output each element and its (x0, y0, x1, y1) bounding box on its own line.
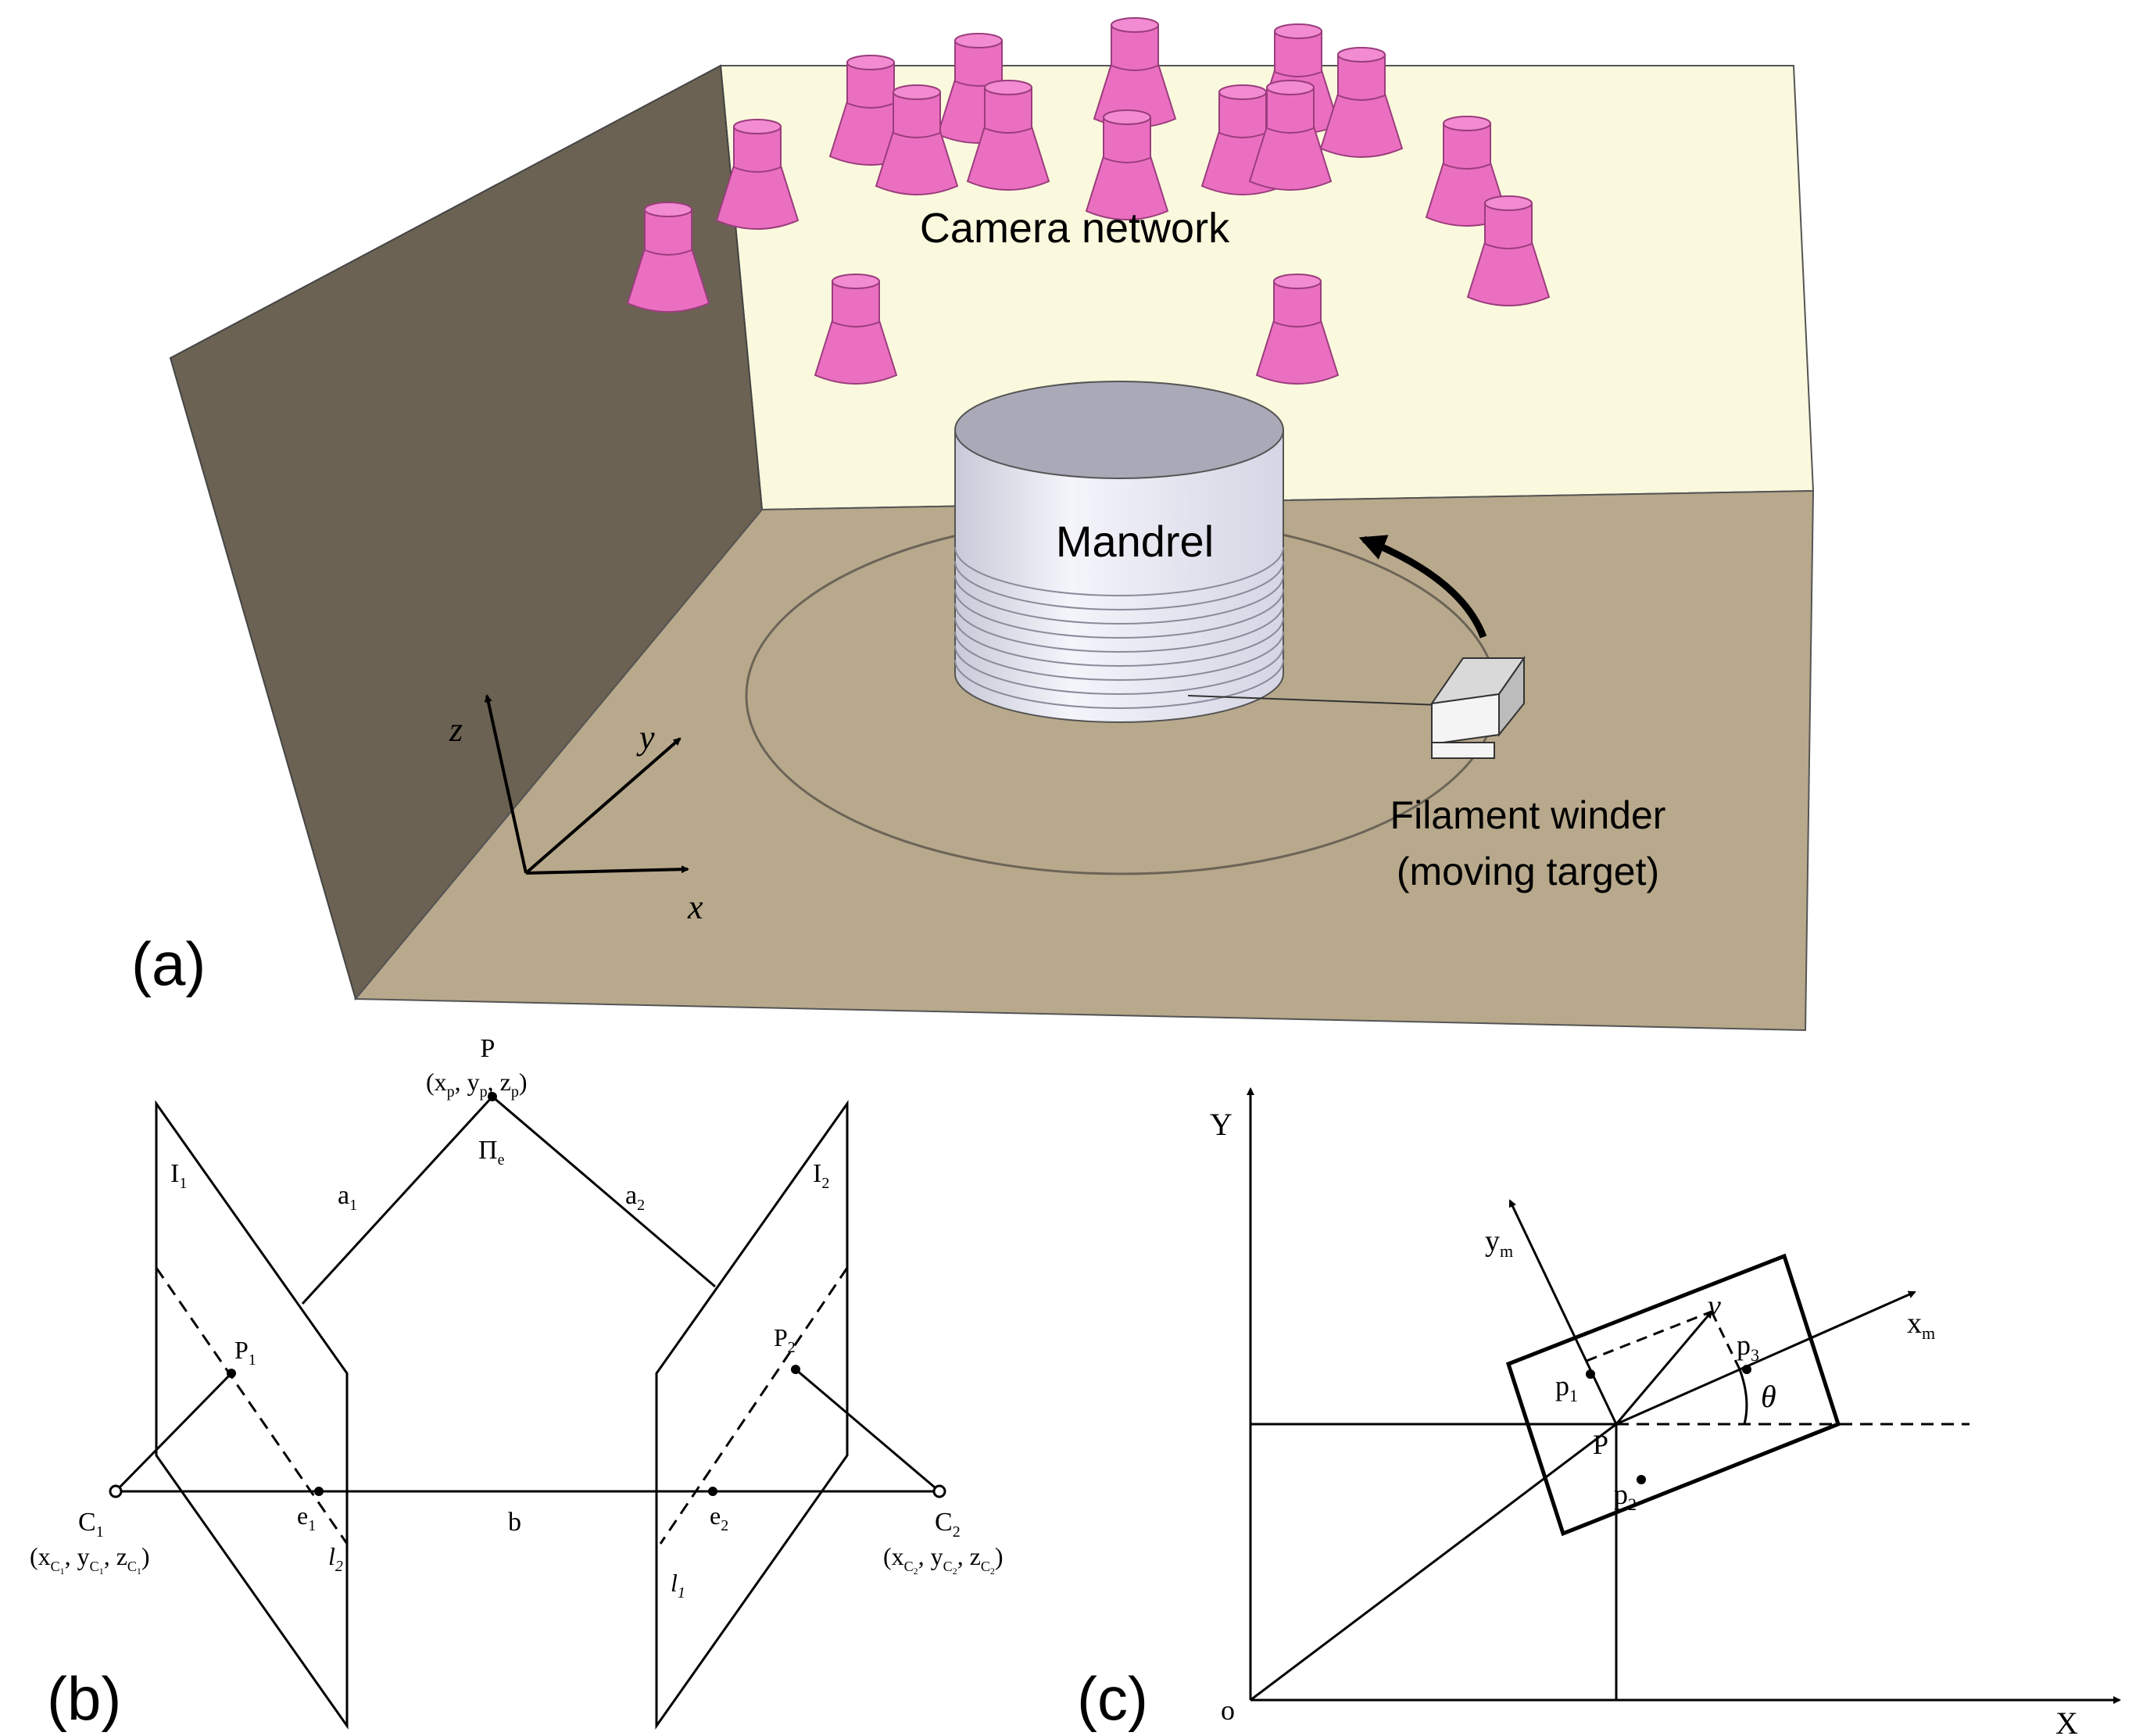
point-p2 (1637, 1475, 1646, 1484)
label-b: b (508, 1508, 521, 1537)
panel-c-label: (c) (1077, 1664, 1148, 1733)
label-e2: e2 (710, 1502, 728, 1534)
point-P (488, 1092, 497, 1101)
point-e1 (314, 1487, 324, 1496)
label-xm: xm (1907, 1307, 1935, 1343)
panel-c-points (1586, 1365, 1751, 1484)
label-p1: P1 (234, 1336, 256, 1369)
filament-winder (1429, 655, 1526, 759)
velocity-proj-xm (1710, 1311, 1742, 1372)
camera-network-label: Camera network (920, 205, 1230, 252)
rotation-arrow (1358, 535, 1487, 639)
ray-a1 (301, 1095, 494, 1305)
label-Pi: Πe (478, 1136, 505, 1169)
xyz-axes (484, 694, 689, 875)
axis-x-label: x (687, 888, 703, 926)
point-p2 (791, 1365, 800, 1374)
image-plane-2 (655, 1100, 849, 1730)
panel-c-labels: Y X o ym xm ν p1 p2 p3 P θ (1210, 1107, 2078, 1736)
point-p1 (1586, 1369, 1595, 1379)
axis-z-label: z (449, 711, 463, 749)
point-p3 (1742, 1365, 1751, 1374)
velocity-proj-ym (1586, 1310, 1712, 1362)
panel-c (1247, 1087, 2121, 1704)
moving-target-box (1505, 1253, 1841, 1537)
label-C2-coords: (xC2, yC2, zC2) (883, 1542, 1004, 1577)
ray-c2-p2 (795, 1368, 940, 1493)
label-I2: I2 (813, 1159, 829, 1192)
ray-c1-p1 (114, 1372, 233, 1493)
label-l2: l2 (328, 1542, 343, 1575)
position-vector (1250, 1423, 1617, 1702)
label-o: o (1221, 1695, 1235, 1726)
velocity-vector (1615, 1310, 1713, 1425)
label-C1-coords: (xC1, yC1, zC1) (30, 1542, 150, 1577)
panel-b-points (109, 1092, 946, 1498)
label-ym: ym (1485, 1225, 1513, 1261)
filament-line (1187, 695, 1440, 706)
camera-center-c1 (109, 1484, 123, 1498)
label-e1: e1 (297, 1502, 316, 1534)
label-X: X (2055, 1706, 2078, 1736)
winder-label-line1: Filament winder (1390, 793, 1666, 837)
label-theta: θ (1761, 1379, 1776, 1414)
theta-arc (1738, 1369, 1748, 1425)
label-v: ν (1708, 1290, 1721, 1323)
panel-a-label: (a) (131, 929, 206, 998)
panel-a: Camera network Mandrel (131, 17, 1815, 1032)
point-p1 (227, 1369, 236, 1378)
label-p1: p1 (1555, 1370, 1578, 1405)
label-P: P (1593, 1429, 1608, 1460)
panel-b (114, 1095, 940, 1730)
point-e2 (708, 1487, 717, 1496)
epipolar-line-l2 (155, 1267, 349, 1545)
panel-b-labels: P (xp, yp, zp) Πe I1 I2 a1 a2 P1 P2 e1 e… (30, 1034, 1004, 1602)
mandrel (954, 381, 1284, 723)
label-P: P (481, 1034, 496, 1063)
axis-xm (1615, 1290, 1916, 1426)
label-a2: a2 (625, 1181, 645, 1214)
ray-a2 (492, 1095, 716, 1288)
label-p2: P2 (774, 1323, 796, 1356)
label-I1: I1 (170, 1159, 187, 1192)
label-C1: C1 (78, 1508, 104, 1541)
floor (353, 489, 1815, 1032)
axis-y-label: y (636, 718, 655, 757)
label-P-coords: (xp, yp, zp) (426, 1068, 528, 1101)
panel-b-label: (b) (47, 1664, 121, 1733)
camera-center-c2 (932, 1484, 946, 1498)
label-p3: p3 (1737, 1330, 1759, 1365)
label-p2: p2 (1614, 1479, 1637, 1514)
winder-label-line2: (moving target) (1397, 850, 1659, 893)
label-C2: C2 (935, 1508, 961, 1541)
mandrel-label: Mandrel (1056, 517, 1214, 566)
axis-ym (1508, 1199, 1618, 1425)
label-l1: l1 (671, 1569, 685, 1602)
label-Y: Y (1210, 1107, 1232, 1142)
image-plane-1 (155, 1100, 349, 1730)
label-a1: a1 (338, 1181, 357, 1214)
epipolar-line-l1 (659, 1267, 849, 1545)
